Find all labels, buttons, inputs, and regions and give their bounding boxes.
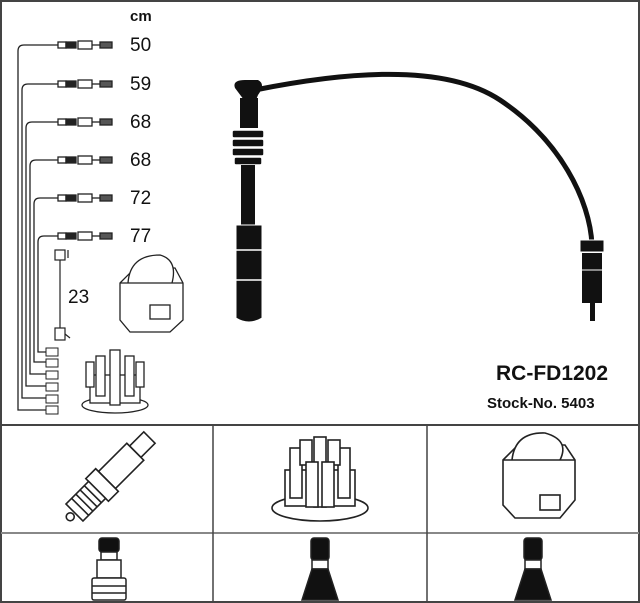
coil-connector-icon — [513, 537, 553, 601]
cable-length-6: 77 — [130, 226, 152, 247]
distributor-cap-icon-small — [81, 349, 149, 414]
cable-set-diagram — [17, 40, 113, 415]
cable-length-5: 72 — [130, 188, 152, 209]
coil-lead-length: 23 — [68, 287, 90, 308]
distributor-cap-icon — [271, 436, 369, 522]
ignition-coil-icon-small — [119, 254, 184, 333]
distributor-connector-icon — [300, 537, 340, 601]
ignition-coil-icon — [502, 432, 576, 519]
connector-row — [57, 40, 113, 241]
coil-lead — [54, 249, 71, 341]
ignition-cable-main — [231, 71, 605, 323]
cable-length-2: 59 — [130, 74, 152, 95]
cable-length-1: 50 — [130, 35, 152, 56]
cable-length-4: 68 — [130, 150, 152, 171]
cable-length-3: 68 — [130, 112, 152, 133]
stock-number: Stock-No. 5403 — [487, 395, 595, 412]
model-number: RC-FD1202 — [496, 362, 609, 385]
spark-plug-icon — [64, 430, 157, 523]
unit-label: cm — [130, 8, 152, 25]
spark-plug-connector-icon — [91, 537, 127, 601]
